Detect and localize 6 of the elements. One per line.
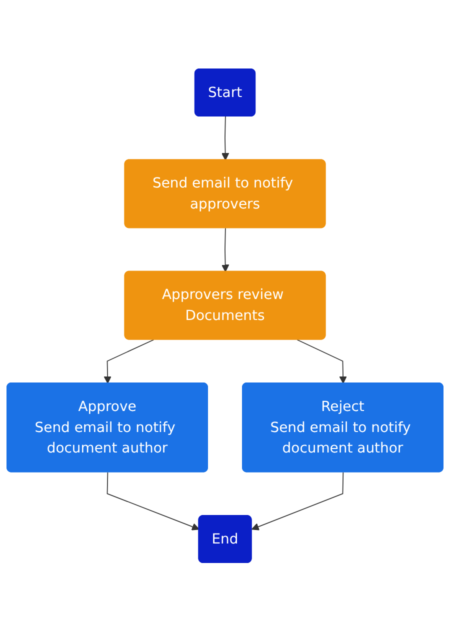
arrow	[251, 472, 344, 530]
arrow	[221, 227, 230, 272]
arrow	[296, 339, 347, 384]
arrow	[221, 116, 230, 160]
arrow	[106, 472, 200, 530]
arrow	[104, 339, 154, 384]
